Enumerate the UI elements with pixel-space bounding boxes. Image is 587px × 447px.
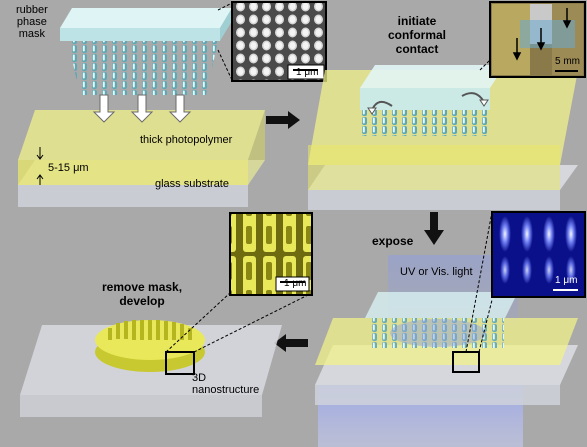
mask-sem-image <box>231 1 327 82</box>
label-thickness: 5-15 μm <box>48 162 89 174</box>
nanostructure-posts <box>108 320 192 340</box>
label-uv-light: UV or Vis. light <box>400 266 473 278</box>
rubber-mask-top <box>60 8 232 28</box>
result-sem-image <box>229 212 313 296</box>
scale-bar-mask-sem: 1 μm <box>296 67 319 78</box>
contact-photo <box>489 1 586 78</box>
arrow-step-1-to-2 <box>266 111 300 129</box>
label-3d-nanostructure: 3D nanostructure <box>192 372 260 396</box>
mask-pillar-array <box>68 41 218 95</box>
label-thick-photopolymer: thick photopolymer <box>140 134 233 146</box>
photopolymer-2-front <box>308 145 560 190</box>
panel-nanostructure <box>20 212 313 417</box>
exposure-field-image <box>491 211 586 298</box>
label-glass-substrate: glass substrate <box>155 178 229 190</box>
scale-bar-contact-photo: 5 mm <box>555 56 580 67</box>
rubber-mask-contact <box>360 88 490 110</box>
arrow-step-3-to-4 <box>274 334 308 352</box>
scale-bar-result-sem: 1 μm <box>284 278 307 289</box>
arrow-step-2-to-3 <box>424 212 444 245</box>
panel-exposure <box>315 211 586 447</box>
photopolymer-1-front <box>18 160 248 185</box>
scale-bar-exposure-field: 1 μm <box>555 275 578 286</box>
mask-pillars-contact <box>362 110 488 136</box>
rubber-mask-body <box>60 28 220 41</box>
label-initiate-conformal-contact: initiate conformal contact <box>388 14 447 56</box>
label-remove-mask-develop: remove mask, develop <box>102 280 183 308</box>
label-expose: expose <box>372 234 414 248</box>
glass-substrate-1-front <box>18 185 248 207</box>
press-arrows <box>92 94 192 123</box>
panel-initial-stack <box>18 1 327 207</box>
photopolymer-1-top <box>18 110 265 160</box>
panel-conformal-contact <box>308 1 586 210</box>
label-rubber-phase-mask: rubber phase mask <box>16 4 48 40</box>
mask-pillars-exposure <box>368 318 504 348</box>
